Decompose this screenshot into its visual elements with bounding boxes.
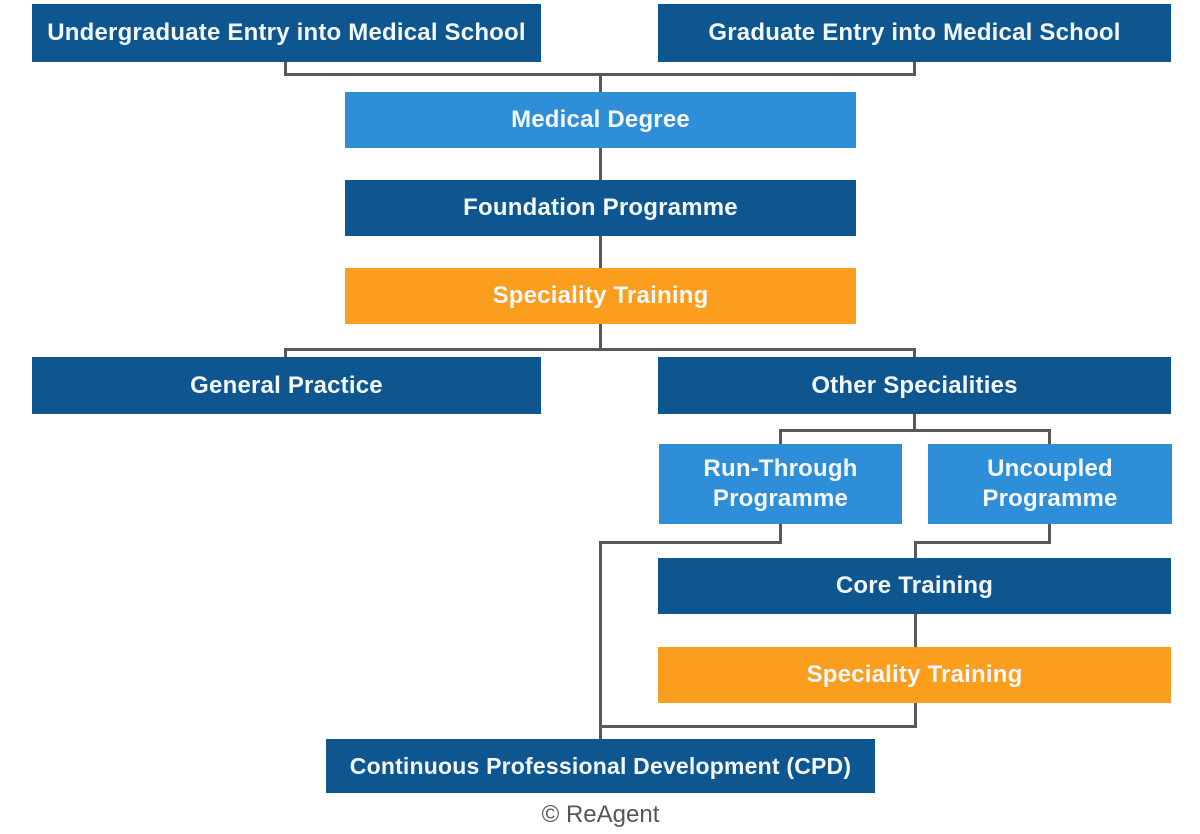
connector-other-specialities-down bbox=[913, 414, 916, 431]
connector-run-through-down bbox=[779, 524, 782, 544]
copyright-text: © ReAgent bbox=[541, 801, 660, 828]
connector-to-core-training bbox=[914, 541, 917, 558]
node-general-practice: General Practice bbox=[32, 357, 541, 414]
connector-undergraduate-down bbox=[284, 62, 287, 76]
connector-speciality-down bbox=[599, 324, 602, 350]
node-core-training: Core Training bbox=[658, 558, 1171, 614]
connector-programme-split-horizontal bbox=[779, 429, 1051, 432]
connector-run-through-left bbox=[599, 541, 782, 544]
node-graduate-entry: Graduate Entry into Medical School bbox=[658, 4, 1171, 62]
connector-to-medical-degree bbox=[599, 73, 602, 92]
node-cpd: Continuous Professional Development (CPD… bbox=[326, 739, 875, 793]
connector-foundation-to-speciality bbox=[599, 236, 602, 268]
node-uncoupled-programme: Uncoupled Programme bbox=[928, 444, 1172, 524]
node-other-specialities: Other Specialities bbox=[658, 357, 1171, 414]
connector-graduate-down bbox=[913, 62, 916, 76]
connector-to-uncoupled bbox=[1048, 429, 1051, 444]
connector-long-drop-to-cpd bbox=[599, 541, 602, 739]
connector-uncoupled-left bbox=[914, 541, 1051, 544]
connector-speciality2-down bbox=[914, 703, 917, 728]
node-speciality-training-1: Speciality Training bbox=[345, 268, 856, 324]
connector-uncoupled-down bbox=[1048, 524, 1051, 544]
connector-to-general-practice bbox=[284, 348, 287, 357]
node-foundation-programme: Foundation Programme bbox=[345, 180, 856, 236]
connector-core-to-speciality bbox=[914, 614, 917, 647]
connector-to-other-specialities bbox=[913, 348, 916, 357]
connector-split-horizontal bbox=[284, 348, 916, 351]
node-speciality-training-2: Speciality Training bbox=[658, 647, 1171, 703]
connector-to-run-through bbox=[779, 429, 782, 444]
node-run-through-programme: Run-Through Programme bbox=[659, 444, 902, 524]
node-medical-degree: Medical Degree bbox=[345, 92, 856, 148]
connector-medical-to-foundation bbox=[599, 148, 602, 180]
node-undergraduate-entry: Undergraduate Entry into Medical School bbox=[32, 4, 541, 62]
connector-bottom-join-horizontal bbox=[599, 725, 917, 728]
